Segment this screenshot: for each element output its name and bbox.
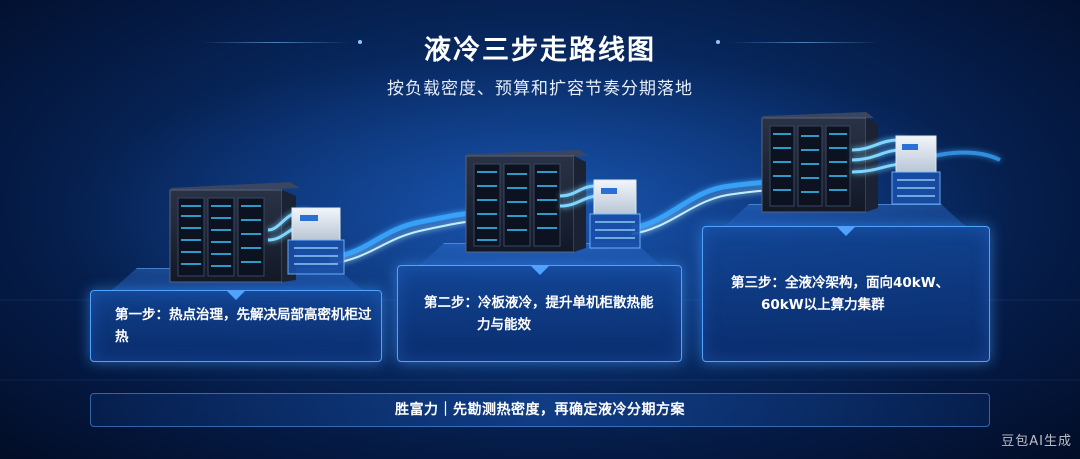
- cdu-unit-icon: [287, 207, 345, 275]
- cdu-unit-icon: [891, 135, 941, 205]
- step3-notch: [836, 226, 856, 236]
- title-deco-line-right: [730, 42, 880, 43]
- server-rack-icon: [169, 182, 300, 283]
- step2-text: 第二步：冷板液冷，提升单机柜散热能 力与能效: [424, 292, 654, 336]
- title-deco-line-left: [200, 42, 350, 43]
- footer-banner: 胜富力｜先勘测热密度，再确定液冷分期方案: [90, 393, 990, 427]
- watermark: 豆包AI生成: [1001, 434, 1072, 449]
- step1-card: 第一步：热点治理，先解决局部高密机柜过热: [90, 290, 382, 362]
- step1-notch: [226, 290, 246, 300]
- page-subtitle: 按负载密度、预算和扩容节奏分期落地: [387, 79, 693, 99]
- cdu-unit-icon: [589, 179, 641, 249]
- step2-text-line2: 力与能效: [477, 316, 531, 333]
- step3-card: 第三步：全液冷架构，面向40kW、 60kW以上算力集群: [702, 226, 990, 362]
- page-title: 液冷三步走路线图: [424, 35, 656, 66]
- step3-text-line1: 第三步：全液冷架构，面向40kW、: [731, 275, 950, 291]
- server-rack-icon: [465, 150, 588, 253]
- step1-text: 第一步：热点治理，先解决局部高密机柜过热: [115, 307, 372, 345]
- step3-text-line2: 60kW以上算力集群: [761, 297, 885, 313]
- step3-text: 第三步：全液冷架构，面向40kW、 60kW以上算力集群: [731, 272, 949, 316]
- title-deco-dot-left: [358, 40, 362, 44]
- server-rack-icon: [761, 112, 878, 213]
- step2-card: 第二步：冷板液冷，提升单机柜散热能 力与能效: [397, 265, 682, 362]
- step2-text-line1: 第二步：冷板液冷，提升单机柜散热能: [424, 294, 654, 311]
- title-deco-dot-right: [716, 40, 720, 44]
- step2-notch: [530, 265, 550, 275]
